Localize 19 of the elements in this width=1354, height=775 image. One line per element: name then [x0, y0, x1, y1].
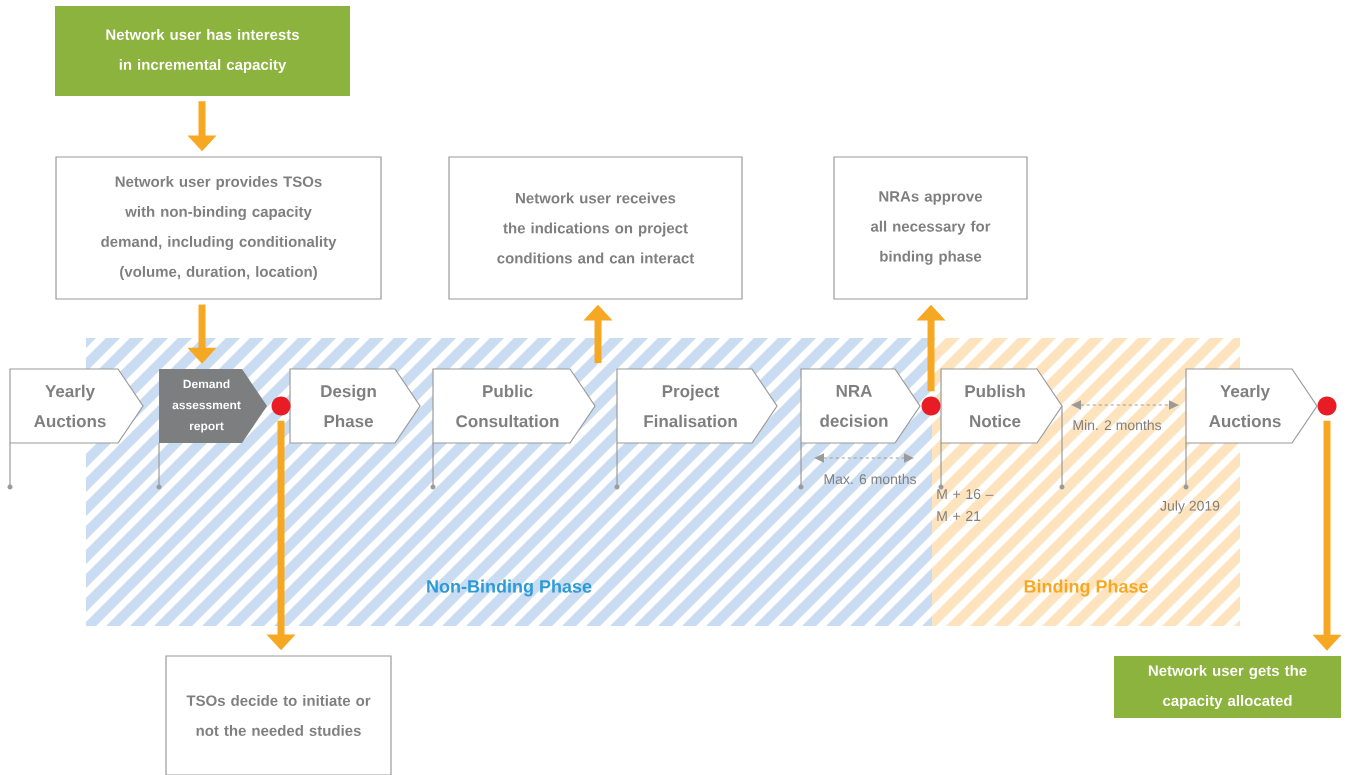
callout-box: Network user gets the capacity allocated: [1114, 656, 1341, 718]
milestone-dot: [921, 396, 941, 416]
note-text: M + 16 – M + 21: [937, 489, 994, 521]
milestone-dot: [271, 396, 291, 416]
text-box: Network user receives the indications on project conditions and can interact: [448, 156, 743, 300]
note-text: Min. 2 months: [1073, 419, 1162, 431]
note-text: Max. 6 months: [824, 473, 917, 485]
step-pentagon: Project Finalisation: [616, 368, 778, 444]
text-box: NRAs approve all necessary for binding phase: [833, 156, 1028, 300]
step-pentagon: Yearly Auctions: [1185, 368, 1318, 444]
step-pentagon: Design Phase: [289, 368, 421, 444]
callout-box: Network user has interests in incremental capacity: [55, 6, 350, 96]
step-pentagon: Public Consultation: [432, 368, 596, 444]
step-pentagon: Demand assessment report: [159, 369, 267, 443]
note-text: July 2019: [1160, 500, 1220, 514]
text-box: TSOs decide to initiate or not the needed studies: [165, 655, 392, 775]
step-pentagon: Yearly Auctions: [9, 368, 144, 444]
text-box: Network user provides TSOs with non-binding capacity demand, including conditionality (volume, duration, location): [55, 156, 382, 300]
milestone-dot: [1317, 396, 1337, 416]
